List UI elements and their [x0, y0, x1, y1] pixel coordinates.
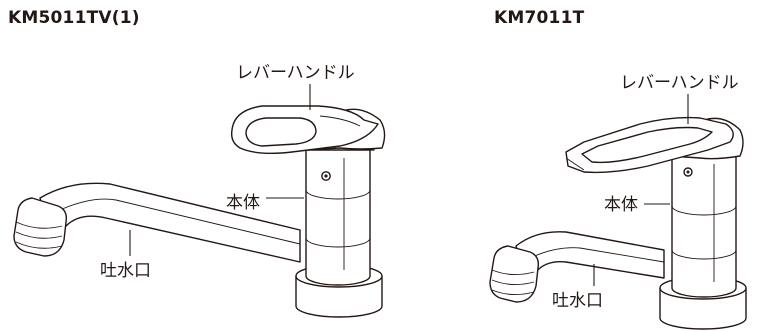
faucet-right-spout	[489, 231, 665, 303]
faucet-left-spout	[13, 182, 301, 263]
faucet-right-body	[671, 135, 741, 298]
label-lever-handle-left: レバーハンドル	[236, 63, 355, 83]
faucet-right	[489, 94, 747, 330]
faucet-left-lever-handle	[230, 105, 386, 155]
faucet-left	[13, 84, 386, 318]
label-body-right: 本体	[604, 195, 638, 215]
faucet-left-set-screw-center	[324, 174, 328, 178]
label-lever-handle-right: レバーハンドル	[620, 73, 739, 93]
label-spout-right: 吐水口	[552, 291, 603, 311]
faucet-right-set-screw-center	[686, 170, 690, 174]
faucet-right-lever-handle	[565, 116, 744, 174]
faucet-left-body	[305, 131, 375, 286]
model-title-left: KM5011TV(1)	[8, 8, 140, 28]
model-title-right: KM7011T	[494, 8, 585, 28]
label-body-left: 本体	[226, 193, 260, 213]
label-spout-left: 吐水口	[100, 261, 151, 281]
